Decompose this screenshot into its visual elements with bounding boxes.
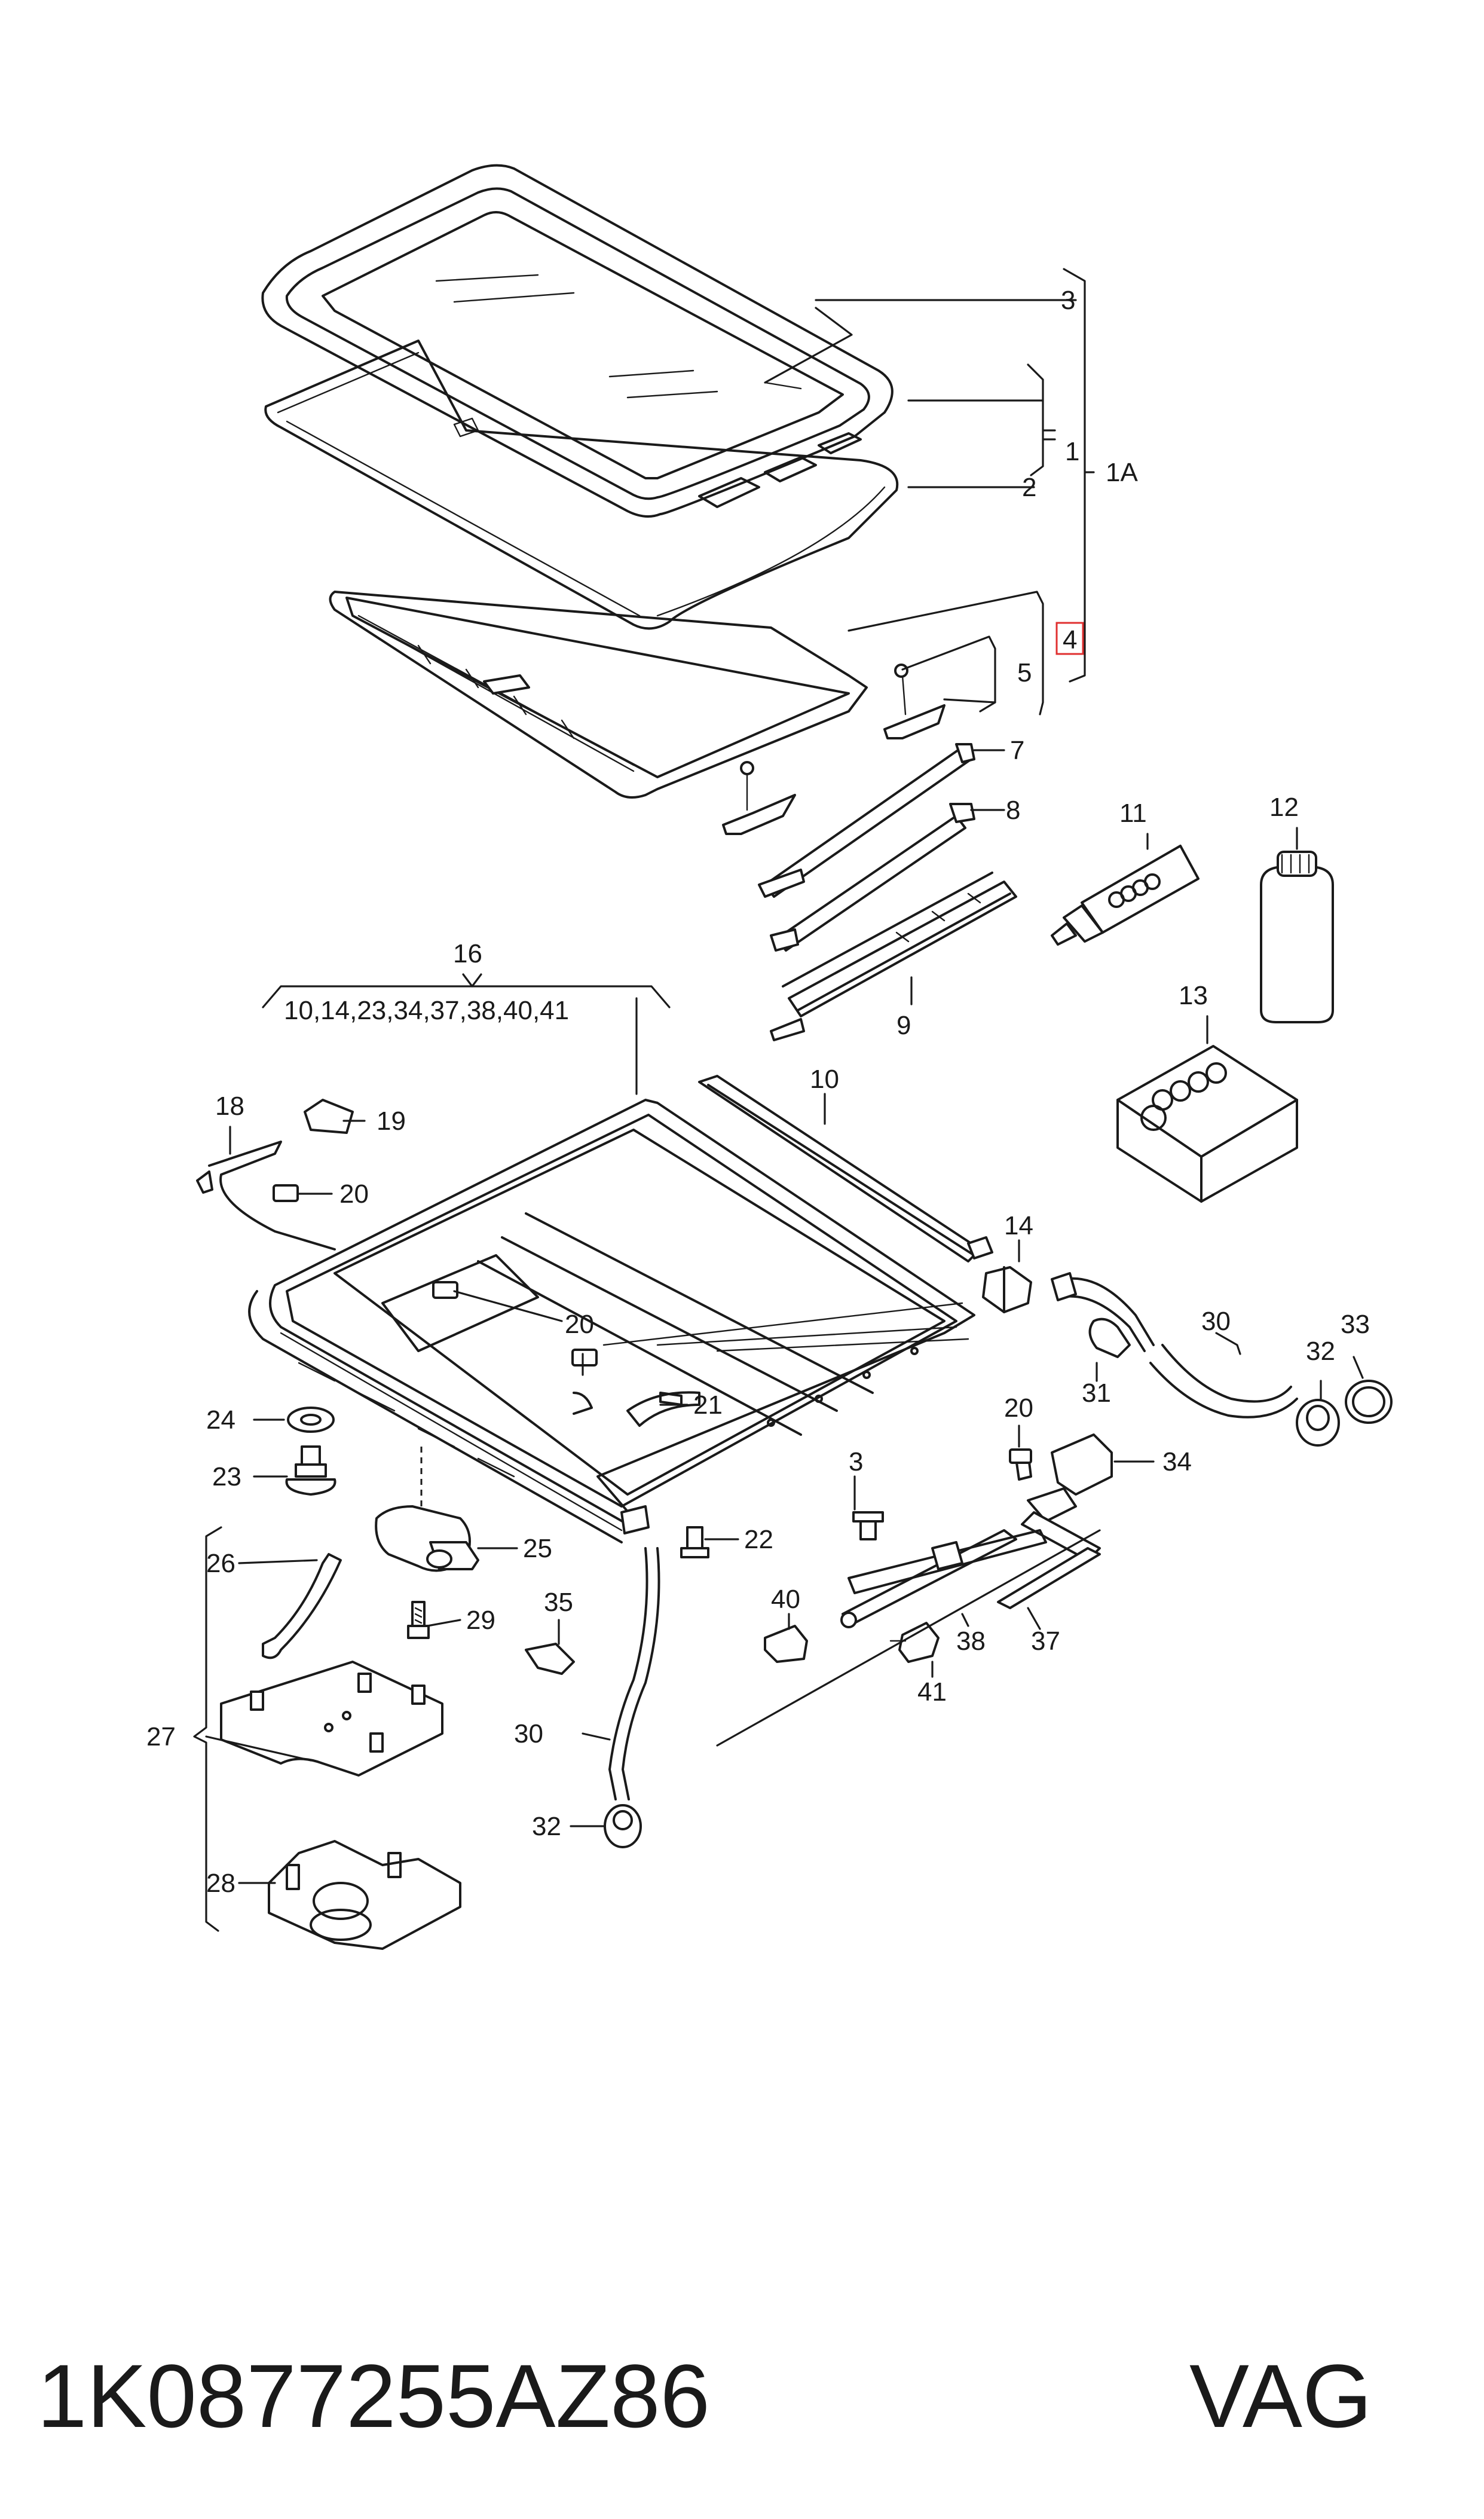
label-20-c: 20 (1004, 1393, 1033, 1423)
part-bolts (407, 1526, 709, 1639)
part-pads (273, 1099, 700, 1427)
label-20-b: 20 (565, 1310, 594, 1339)
part-repair-kit-box (1116, 1045, 1298, 1203)
label-1: 1 (1065, 437, 1079, 466)
label-7: 7 (1010, 736, 1024, 765)
label-32-b: 32 (532, 1812, 561, 1841)
label-35: 35 (544, 1588, 573, 1617)
label-22: 22 (744, 1525, 773, 1554)
label-9: 9 (896, 1011, 911, 1040)
label-34: 34 (1162, 1447, 1192, 1476)
label-30-b: 30 (514, 1719, 543, 1748)
part-rail-8 (770, 803, 975, 952)
leader-lines (193, 268, 1364, 1932)
label-33: 33 (1341, 1310, 1370, 1339)
label-16-sub: 10,14,23,34,37,38,40,41 (284, 996, 569, 1025)
callout-labels: 3 1 1A 2 4 5 7 8 9 11 12 13 16 10,14,23,… (146, 286, 1370, 1898)
part-bracket-28 (268, 1840, 461, 1950)
label-40: 40 (771, 1585, 800, 1614)
label-13: 13 (1179, 981, 1208, 1010)
part-hardware (525, 1433, 1113, 1675)
part-drain-hoses (608, 1272, 1298, 1800)
label-27: 27 (146, 1722, 176, 1751)
part-allen-key (262, 1553, 342, 1659)
label-2: 2 (1022, 473, 1036, 502)
label-32-a: 32 (1306, 1337, 1335, 1366)
label-20-a: 20 (339, 1179, 369, 1209)
part-sealant-tube (1051, 845, 1200, 946)
label-28: 28 (206, 1869, 235, 1898)
label-21: 21 (693, 1390, 723, 1420)
label-37: 37 (1031, 1627, 1060, 1656)
label-10: 10 (810, 1065, 839, 1094)
part-frame-panel (329, 591, 868, 799)
highlight-box (1055, 622, 1084, 655)
part-rail-7 (758, 743, 975, 898)
part-clips (722, 664, 946, 835)
part-clip-31 (1088, 1317, 1131, 1358)
part-glass-panel (261, 164, 894, 518)
label-26: 26 (206, 1549, 235, 1578)
part-seal (264, 340, 899, 630)
label-5: 5 (1017, 658, 1032, 687)
label-4: 4 (1063, 625, 1077, 655)
part-motor (375, 1447, 479, 1572)
label-16: 16 (453, 939, 482, 968)
part-sunroof-mechanism (248, 1099, 975, 1543)
label-12: 12 (1269, 793, 1299, 822)
label-38: 38 (956, 1627, 986, 1656)
brand-label: VAG (1189, 2346, 1372, 2446)
label-18: 18 (215, 1092, 244, 1121)
label-3-b: 3 (849, 1447, 863, 1476)
label-11: 11 (1119, 799, 1147, 828)
part-cable-guide (196, 1141, 336, 1251)
label-3: 3 (1061, 286, 1075, 315)
label-41: 41 (917, 1677, 947, 1707)
part-number: 1K0877255AZ86 (37, 2346, 710, 2446)
label-25: 25 (523, 1534, 552, 1563)
label-19: 19 (377, 1106, 406, 1136)
label-29: 29 (466, 1606, 495, 1635)
part-guide-frame (698, 1075, 993, 1262)
label-31: 31 (1082, 1378, 1111, 1408)
label-24: 24 (206, 1405, 235, 1435)
part-bottle (1260, 851, 1334, 1023)
label-23: 23 (212, 1462, 241, 1491)
label-14: 14 (1004, 1211, 1033, 1240)
part-bracket-27 (220, 1661, 443, 1777)
part-valves (604, 1380, 1393, 1848)
label-30-a: 30 (1201, 1307, 1231, 1336)
part-washer-bolt (285, 1407, 336, 1496)
part-rail-9 (770, 872, 1017, 1041)
label-8: 8 (1006, 796, 1020, 825)
label-1a: 1A (1106, 458, 1138, 487)
part-connector-14 (982, 1266, 1032, 1313)
